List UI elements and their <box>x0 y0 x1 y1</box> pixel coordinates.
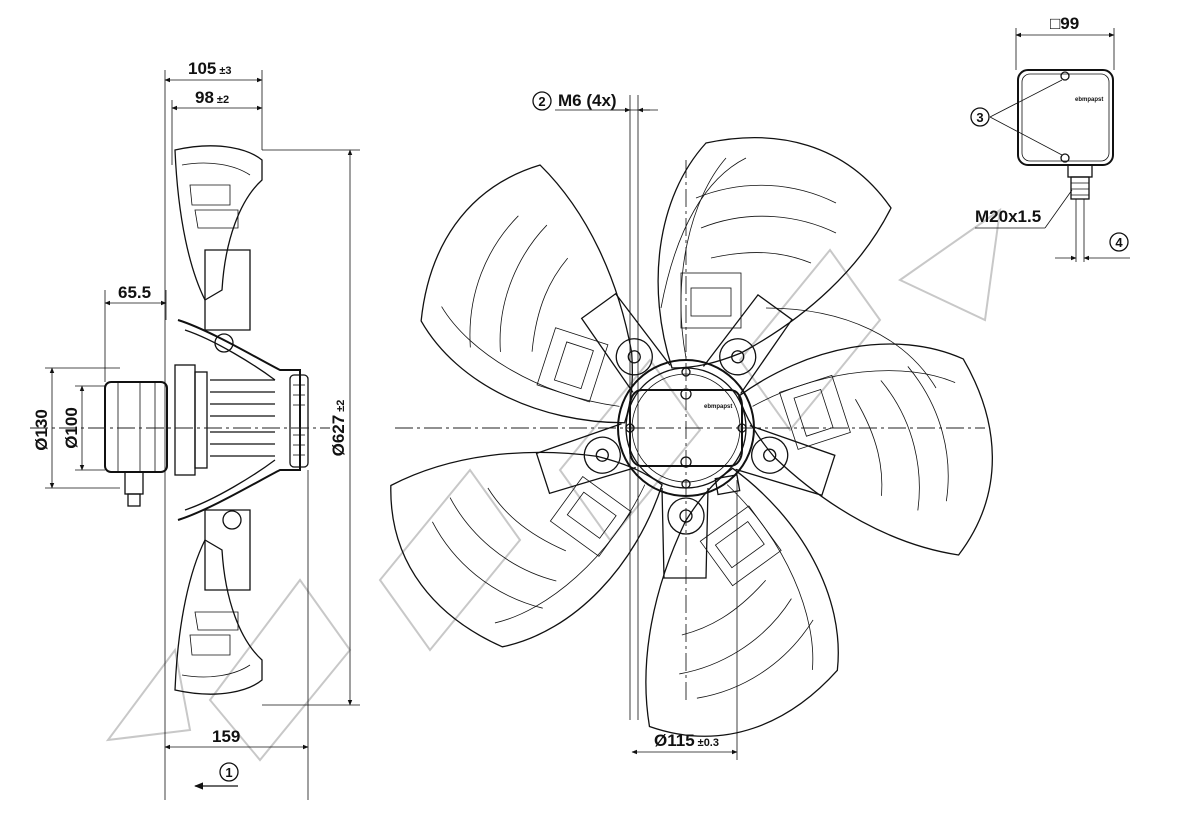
front-view: ebmpapst 2 M6 (4x) Ø115±0.3 <box>348 91 1027 785</box>
callout-2 <box>532 91 552 111</box>
base-depth-label: 159 <box>212 727 240 746</box>
motor-diameter-outer-label: Ø130 <box>32 409 51 451</box>
guard-depth-label: 98±2 <box>195 88 229 107</box>
gland-thread-label: M20x1.5 <box>975 207 1041 226</box>
callout-3 <box>970 107 990 127</box>
motor-offset-label: 65.5 <box>118 283 151 302</box>
box-size-label: □99 <box>1050 14 1079 33</box>
svg-text:1: 1 <box>225 765 232 780</box>
callout-4 <box>1109 232 1129 252</box>
hub-diameter-label: Ø115±0.3 <box>654 731 719 750</box>
overall-depth-label: 105±3 <box>188 59 232 78</box>
callout-1 <box>219 762 239 782</box>
svg-text:4: 4 <box>1115 235 1123 250</box>
side-view: 105±3 98±2 <box>30 59 360 800</box>
mount-thread-label: M6 (4x) <box>558 91 617 110</box>
impeller-diameter-label: Ø627±2 <box>329 400 348 457</box>
box-brand-mark: ebmpapst <box>1075 97 1103 103</box>
hub-brand-mark: ebmpapst <box>704 404 732 410</box>
terminal-box-view: □99 ebmpapst 3 M20x1.5 4 <box>970 14 1130 262</box>
watermark <box>105 207 1002 762</box>
svg-text:2: 2 <box>538 94 545 109</box>
svg-text:3: 3 <box>976 110 983 125</box>
